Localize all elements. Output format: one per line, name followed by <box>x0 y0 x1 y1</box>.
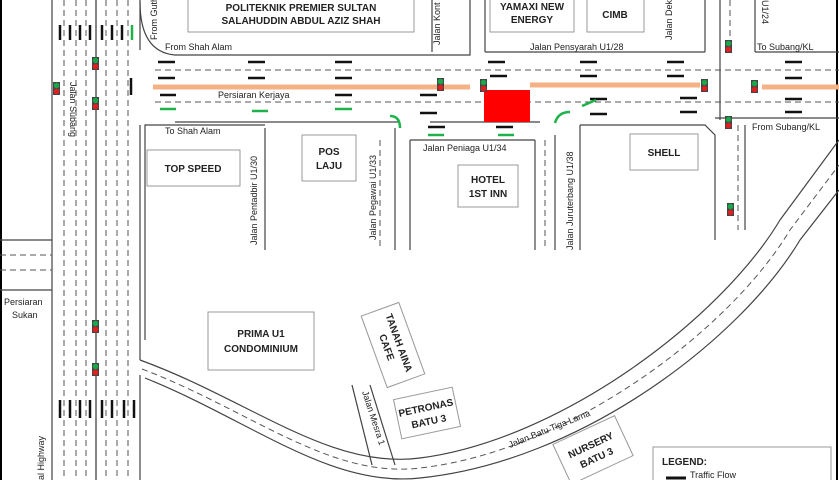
building-top-speed: TOP SPEED <box>146 149 241 187</box>
road-label-jalan-dek: Jalan Dek <box>664 0 674 40</box>
building-yamaxi: YAMAXI NEW ENERGY <box>489 0 575 33</box>
building-hotel-1st-inn: HOTEL 1ST INN <box>457 164 519 208</box>
svg-text:1ST INN: 1ST INN <box>469 189 507 200</box>
politeknik-line-2: SALAHUDDIN ABDUL AZIZ SHAH <box>221 16 380 27</box>
road-label-jalan-subang: Jalan Subang <box>68 82 78 137</box>
traffic-light-icon <box>92 320 99 333</box>
traffic-light-icon <box>701 79 708 92</box>
svg-text:SHELL: SHELL <box>648 148 681 159</box>
road-label-jalan-kontraktor: Jalan Kont <box>432 2 442 45</box>
building-politeknik: POLITEKNIK PREMIER SULTAN SALAHUDDIN ABD… <box>187 0 415 33</box>
svg-text:TOP SPEED: TOP SPEED <box>165 164 222 175</box>
building-petronas: PETRONAS BATU 3 <box>392 386 462 440</box>
traffic-light-icon <box>437 78 444 91</box>
label-from-shah-alam: From Shah Alam <box>165 42 232 52</box>
label-to-subang-kl: To Subang/KL <box>757 42 814 52</box>
building-prima-u1: PRIMA U1 CONDOMINIUM <box>207 311 315 371</box>
road-label-federal-highway: al Highway <box>36 435 46 480</box>
legend-traffic-flow: Traffic Flow <box>690 470 737 480</box>
road-label-persiaran-kerjaya: Persiaran Kerjaya <box>218 90 290 100</box>
svg-text:POS: POS <box>318 147 339 158</box>
building-tanah-aina-cafe: TANAH AINA CAFE <box>360 301 426 389</box>
legend: LEGEND: Traffic Flow <box>652 446 832 480</box>
traffic-light-icon <box>480 79 487 92</box>
building-nursery: NURSERY BATU 3 <box>552 415 634 480</box>
svg-text:ENERGY: ENERGY <box>511 15 554 26</box>
road-label-jalan-pegawai: Jalan Pegawai U1/33 <box>368 155 378 240</box>
traffic-light-icon <box>53 82 60 95</box>
traffic-light-icon <box>725 116 732 129</box>
traffic-flow-arrows <box>58 25 802 418</box>
road-label-u1-24: U1/24 <box>760 0 770 24</box>
traffic-light-icon <box>92 363 99 376</box>
building-cimb: CIMB <box>586 0 645 33</box>
building-pos-laju: POS LAJU <box>301 134 357 182</box>
traffic-light-icon <box>725 40 732 53</box>
svg-text:PRIMA U1: PRIMA U1 <box>237 329 285 340</box>
traffic-signals <box>53 40 758 376</box>
traffic-light-icon <box>92 97 99 110</box>
site-marker <box>484 90 530 122</box>
road-label-persiaran-sukan-2: Sukan <box>12 310 38 320</box>
road-label-jalan-pensyarah: Jalan Pensyarah U1/28 <box>530 42 624 52</box>
svg-text:YAMAXI NEW: YAMAXI NEW <box>500 2 565 13</box>
building-shell: SHELL <box>629 133 699 171</box>
label-to-shah-alam: To Shah Alam <box>165 126 221 136</box>
persiaran-kerjaya-road: Persiaran Kerjaya Jalan Pensyarah U1/28 <box>139 0 839 123</box>
traffic-light-icon <box>92 57 99 70</box>
traffic-light-icon <box>727 203 734 216</box>
svg-text:CONDOMINIUM: CONDOMINIUM <box>224 344 298 355</box>
side-roads: Jalan Pentadbir U1/30 Jalan Pegawai U1/3… <box>4 0 770 480</box>
politeknik-line-1: POLITEKNIK PREMIER SULTAN <box>226 3 377 14</box>
jalan-subang-road <box>0 0 141 480</box>
road-label-jalan-pentadbir: Jalan Pentadbir U1/30 <box>249 156 259 245</box>
svg-text:HOTEL: HOTEL <box>471 175 505 186</box>
legend-title: LEGEND: <box>662 457 707 468</box>
road-label-jalan-juruterbang: Jalan Juruterbang U1/38 <box>565 151 575 250</box>
road-label-jalan-peniaga: Jalan Peniaga U1/34 <box>423 143 507 153</box>
label-from-guthrie: From Guth <box>149 0 159 40</box>
traffic-light-icon <box>751 80 758 93</box>
svg-text:LAJU: LAJU <box>316 161 342 172</box>
road-label-persiaran-sukan-1: Persiaran <box>4 297 43 307</box>
svg-text:CIMB: CIMB <box>602 10 628 21</box>
label-from-subang-kl: From Subang/KL <box>752 122 820 132</box>
